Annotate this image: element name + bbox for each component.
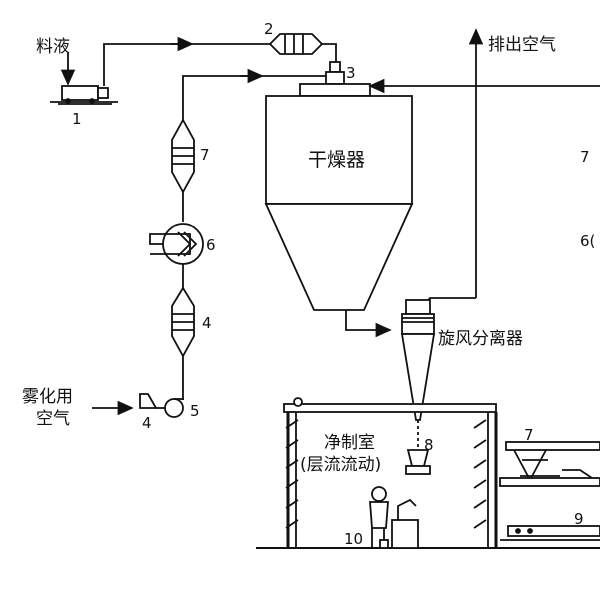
atomizing-air-label-line2: 空气 <box>36 409 70 429</box>
label-7-right: 7 <box>580 148 590 166</box>
label-3: 3 <box>346 64 356 82</box>
dryer-vessel <box>264 83 414 311</box>
label-2: 2 <box>264 20 274 38</box>
label-4: 4 <box>202 314 212 332</box>
blower-unit-7 <box>499 441 600 487</box>
operator-station-10 <box>369 486 419 549</box>
label-7-blower: 7 <box>524 426 534 444</box>
label-9: 9 <box>574 510 584 528</box>
air-filter-4 <box>171 286 195 358</box>
feed-liquid-label: 料液 <box>36 37 70 57</box>
dryer-to-cyclone-line <box>345 310 392 338</box>
label-7: 7 <box>200 146 210 164</box>
exhaust-air-label: 排出空气 <box>488 35 556 55</box>
filter-to-nozzle-line <box>322 43 337 62</box>
label-1: 1 <box>72 110 82 128</box>
clean-room <box>256 397 600 549</box>
label-6-right: 6( <box>580 232 595 250</box>
clean-room-label-line1: 净制室 <box>324 433 375 453</box>
atomizing-air-line <box>182 75 326 120</box>
label-4-small: 4 <box>142 414 152 432</box>
cyclone-separator <box>400 299 436 421</box>
label-8: 8 <box>424 436 434 454</box>
air-filter-7 <box>171 118 195 194</box>
label-10: 10 <box>344 530 363 548</box>
atomizing-air-label-line1: 雾化用 <box>22 387 73 407</box>
duct-9 <box>500 525 600 541</box>
air-compressor-5 <box>164 398 184 418</box>
liquid-filter-2 <box>268 33 324 55</box>
clean-room-label-line2: (层流流动) <box>300 455 381 475</box>
feed-pump-1 <box>50 85 118 105</box>
inlet-filter-4 <box>139 393 165 409</box>
label-5: 5 <box>190 402 200 420</box>
product-collector-8 <box>405 449 431 475</box>
atomizing-nozzle-3 <box>325 61 345 85</box>
label-6: 6 <box>206 236 216 254</box>
feed-line <box>103 43 270 86</box>
dryer-label: 干燥器 <box>308 149 365 171</box>
cyclone-label: 旋风分离器 <box>438 329 523 349</box>
air-heater-6 <box>149 223 204 265</box>
